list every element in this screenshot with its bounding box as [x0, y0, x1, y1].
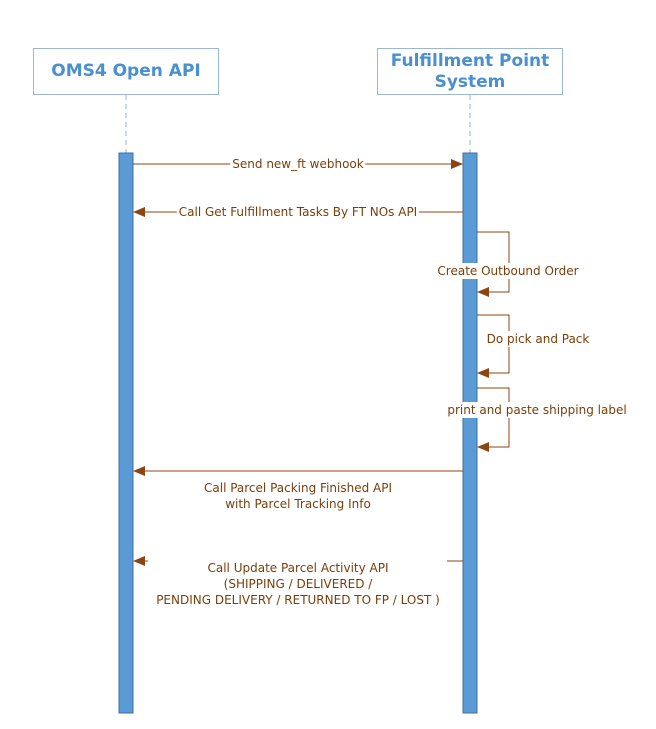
- message-label-get-tasks: Call Get Fulfillment Tasks By FT NOs API: [176, 204, 420, 220]
- activation-bar-fps: [462, 152, 478, 714]
- arrowhead: [133, 207, 145, 217]
- participant-fps: Fulfillment Point System: [377, 48, 563, 95]
- participant-fps-label-line2: System: [434, 71, 506, 92]
- message-update-activity: [133, 556, 463, 566]
- arrowhead: [133, 466, 145, 476]
- activation-bar-oms: [118, 152, 134, 714]
- arrowhead: [451, 159, 463, 169]
- participant-oms-label: OMS4 Open API: [51, 61, 201, 81]
- message-label-packing-finished-line1: Call Parcel Packing Finished API: [202, 480, 394, 496]
- arrowhead: [477, 368, 489, 378]
- message-print-label: [477, 387, 510, 452]
- message-packing-finished: [133, 466, 463, 476]
- message-label-pick-pack: Do pick and Pack: [484, 331, 592, 347]
- participant-fps-label-line1: Fulfillment Point: [390, 50, 550, 71]
- message-label-update-activity-line1: Call Update Parcel Activity API: [205, 560, 391, 576]
- message-create-order: [477, 231, 510, 297]
- message-label-packing-finished-line2: with Parcel Tracking Info: [223, 496, 373, 512]
- participant-oms: OMS4 Open API: [33, 48, 219, 95]
- message-label-update-activity-line3: PENDING DELIVERY / RETURNED TO FP / LOST…: [154, 592, 442, 608]
- arrowhead: [133, 556, 145, 566]
- arrowhead: [477, 442, 489, 452]
- message-label-update-activity-line2: (SHIPPING / DELIVERED /: [221, 576, 375, 592]
- message-label-create-order: Create Outbound Order: [435, 263, 581, 279]
- arrowhead: [477, 287, 489, 297]
- message-label-send-webhook: Send new_ft webhook: [230, 156, 366, 172]
- message-label-print-label: print and paste shipping label: [445, 402, 629, 418]
